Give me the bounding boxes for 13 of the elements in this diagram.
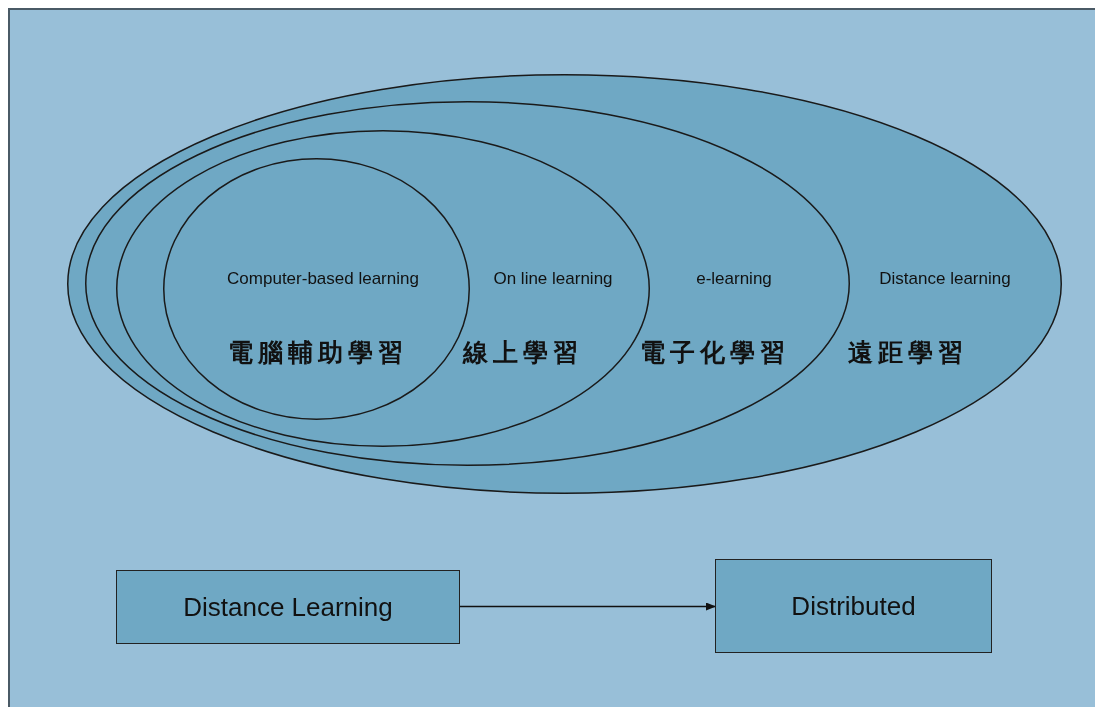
- chinese-label: 遠距學習: [848, 336, 968, 369]
- process-box: Distributed: [715, 559, 992, 653]
- process-box: Distance Learning: [116, 570, 460, 644]
- chinese-label: 電子化學習: [640, 336, 790, 369]
- chinese-label: 線上學習: [463, 336, 583, 369]
- ellipse: [85, 101, 850, 466]
- ellipse-label: On line learning: [493, 269, 613, 289]
- ellipse: [67, 74, 1062, 494]
- chinese-label: 電腦輔助學習: [228, 336, 408, 369]
- ellipse-label: Computer-based learning: [227, 269, 419, 289]
- arrow: [459, 602, 716, 611]
- ellipse-label: Distance learning: [879, 269, 1011, 289]
- ellipse-label: e-learning: [696, 269, 772, 289]
